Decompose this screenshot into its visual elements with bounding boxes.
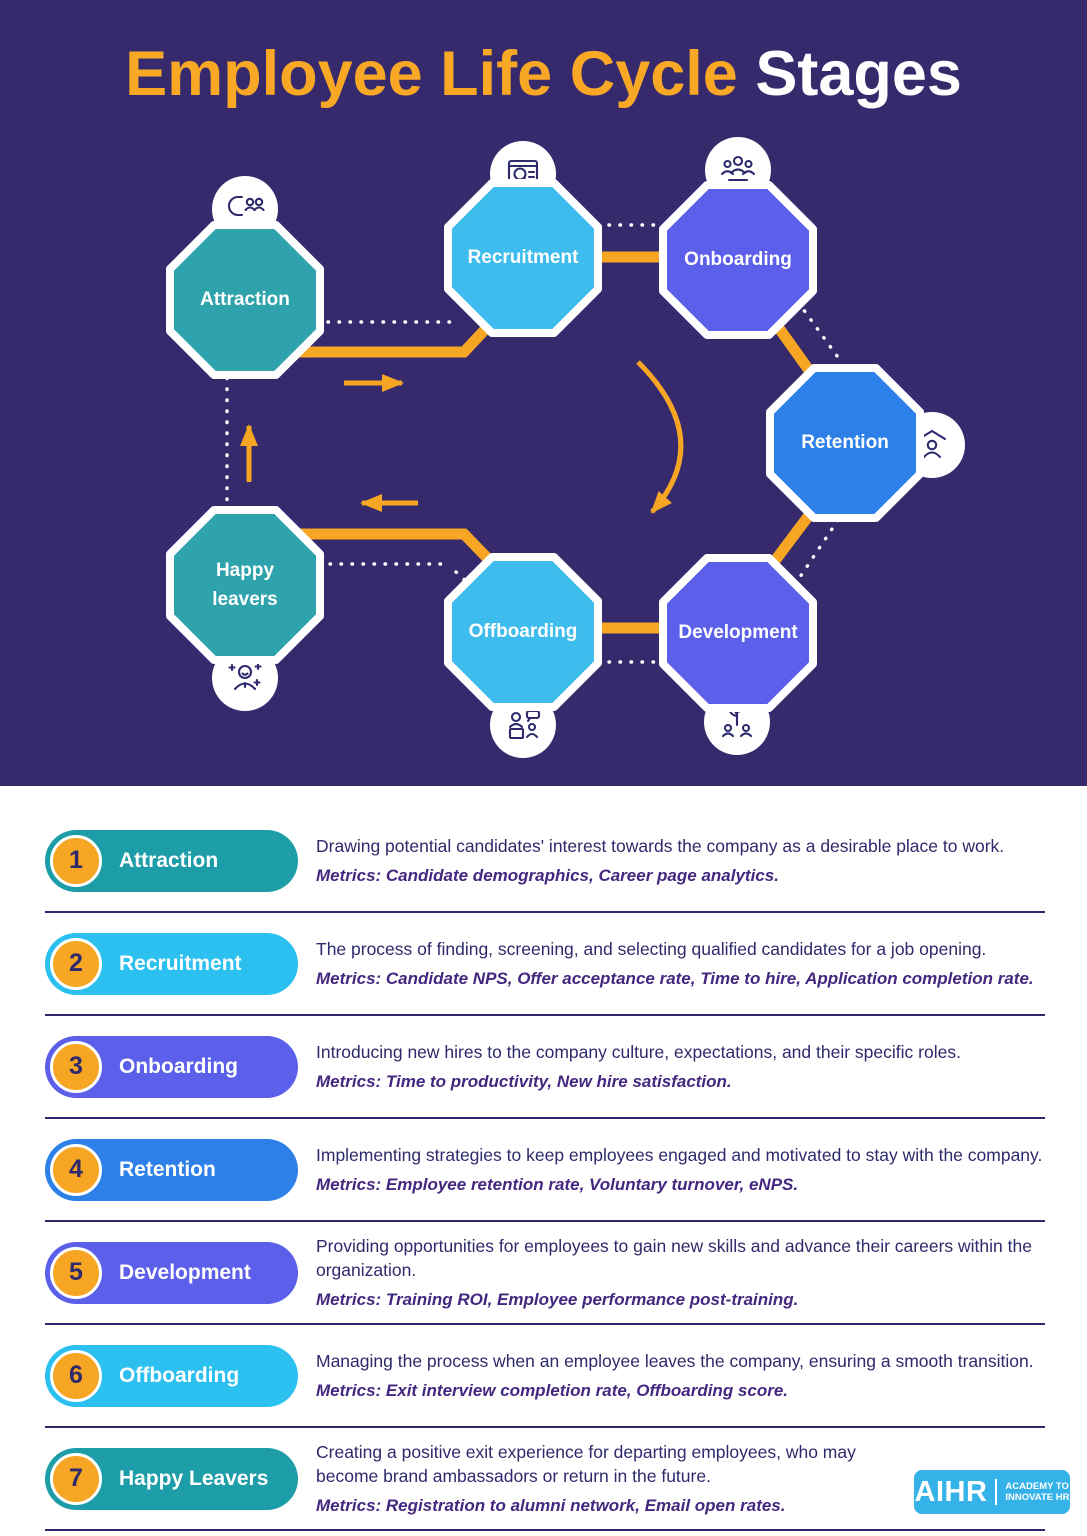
stage-row-offboarding: 6 Offboarding Managing the process when … bbox=[45, 1325, 1045, 1428]
stage-pill-happy-leavers: 7 Happy Leavers bbox=[45, 1447, 298, 1510]
stages-list: 1 Attraction Drawing potential candidate… bbox=[0, 786, 1087, 1536]
stage-metrics: Metrics: Candidate NPS, Offer acceptance… bbox=[316, 968, 1034, 988]
stage-row-onboarding: 3 Onboarding Introducing new hires to th… bbox=[45, 1016, 1045, 1119]
stage-description: Creating a positive exit experience for … bbox=[316, 1442, 856, 1486]
stage-description-block: Creating a positive exit experience for … bbox=[316, 1441, 1045, 1516]
stage-metrics: Metrics: Exit interview completion rate,… bbox=[316, 1380, 789, 1400]
stage-number-badge: 2 bbox=[50, 937, 102, 990]
stage-metrics: Metrics: Candidate demographics, Career … bbox=[316, 865, 779, 885]
stage-description-block: Implementing strategies to keep employee… bbox=[316, 1144, 1045, 1195]
stage-name: Onboarding bbox=[119, 1054, 238, 1078]
stage-metrics: Metrics: Time to productivity, New hire … bbox=[316, 1071, 732, 1091]
stage-description: Introducing new hires to the company cul… bbox=[316, 1042, 961, 1063]
node-attraction: Attraction bbox=[165, 220, 325, 380]
stage-name: Retention bbox=[119, 1157, 216, 1181]
stage-description: Implementing strategies to keep employee… bbox=[316, 1145, 1043, 1166]
stage-row-attraction: 1 Attraction Drawing potential candidate… bbox=[45, 810, 1045, 913]
stage-description-block: Managing the process when an employee le… bbox=[316, 1350, 1045, 1401]
node-retention: Retention bbox=[765, 363, 925, 523]
stage-number-badge: 6 bbox=[50, 1349, 102, 1402]
stage-description-block: Introducing new hires to the company cul… bbox=[316, 1041, 1045, 1092]
node-label-retention: Retention bbox=[801, 432, 889, 454]
stage-description-block: Providing opportunities for employees to… bbox=[316, 1235, 1045, 1310]
node-offboarding: Offboarding bbox=[443, 552, 603, 712]
aihr-logo: AIHR ACADEMY TO INNOVATE HR bbox=[914, 1470, 1070, 1514]
stage-metrics: Metrics: Employee retention rate, Volunt… bbox=[316, 1174, 799, 1194]
stage-number-badge: 4 bbox=[50, 1143, 102, 1196]
stage-pill-retention: 4 Retention bbox=[45, 1138, 298, 1201]
node-label-development: Development bbox=[678, 622, 798, 644]
stage-row-recruitment: 2 Recruitment The process of finding, sc… bbox=[45, 913, 1045, 1016]
stage-name: Development bbox=[119, 1260, 251, 1284]
stage-pill-recruitment: 2 Recruitment bbox=[45, 932, 298, 995]
stage-row-retention: 4 Retention Implementing strategies to k… bbox=[45, 1119, 1045, 1222]
stage-description-block: The process of finding, screening, and s… bbox=[316, 938, 1045, 989]
node-label-attraction: Attraction bbox=[200, 289, 290, 311]
stage-description: Managing the process when an employee le… bbox=[316, 1351, 1034, 1372]
node-label-offboarding: Offboarding bbox=[468, 621, 578, 643]
stage-metrics: Metrics: Training ROI, Employee performa… bbox=[316, 1289, 799, 1309]
stage-pill-development: 5 Development bbox=[45, 1241, 298, 1304]
stage-description: The process of finding, screening, and s… bbox=[316, 939, 987, 960]
stage-number-badge: 3 bbox=[50, 1040, 102, 1093]
stage-pill-offboarding: 6 Offboarding bbox=[45, 1344, 298, 1407]
stage-number-badge: 1 bbox=[50, 834, 102, 887]
stage-pill-onboarding: 3 Onboarding bbox=[45, 1035, 298, 1098]
stage-name: Happy Leavers bbox=[119, 1466, 269, 1490]
stage-pill-attraction: 1 Attraction bbox=[45, 829, 298, 892]
connector-lines bbox=[225, 223, 842, 664]
stage-number-badge: 7 bbox=[50, 1452, 102, 1505]
hero-section: Employee Life Cycle Stages bbox=[0, 0, 1087, 786]
stage-metrics: Metrics: Registration to alumni network,… bbox=[316, 1495, 786, 1515]
node-label-recruitment: Recruitment bbox=[467, 247, 579, 269]
flow-arrows bbox=[240, 360, 684, 514]
stage-description: Providing opportunities for employees to… bbox=[316, 1236, 1032, 1280]
title-rest: Stages bbox=[755, 39, 962, 109]
node-label-onboarding: Onboarding bbox=[684, 249, 792, 271]
aihr-logo-tagline: ACADEMY TO INNOVATE HR bbox=[1005, 1480, 1070, 1503]
stage-description: Drawing potential candidates' interest t… bbox=[316, 836, 1005, 857]
node-recruitment: Recruitment bbox=[443, 178, 603, 338]
stage-name: Recruitment bbox=[119, 951, 242, 975]
stage-description-block: Drawing potential candidates' interest t… bbox=[316, 835, 1045, 886]
stage-name: Offboarding bbox=[119, 1363, 240, 1387]
stage-number-badge: 5 bbox=[50, 1246, 102, 1299]
stage-row-happy-leavers: 7 Happy Leavers Creating a positive exit… bbox=[45, 1428, 1045, 1531]
logo-divider bbox=[995, 1479, 998, 1505]
dotted-guides bbox=[225, 223, 842, 664]
page-title: Employee Life Cycle Stages bbox=[0, 38, 1087, 110]
stage-name: Attraction bbox=[119, 848, 219, 872]
node-development: Development bbox=[658, 553, 818, 713]
stage-row-development: 5 Development Providing opportunities fo… bbox=[45, 1222, 1045, 1325]
title-highlight: Employee Life Cycle bbox=[125, 39, 738, 109]
node-onboarding: Onboarding bbox=[658, 180, 818, 340]
aihr-logo-text: AIHR bbox=[914, 1475, 988, 1508]
